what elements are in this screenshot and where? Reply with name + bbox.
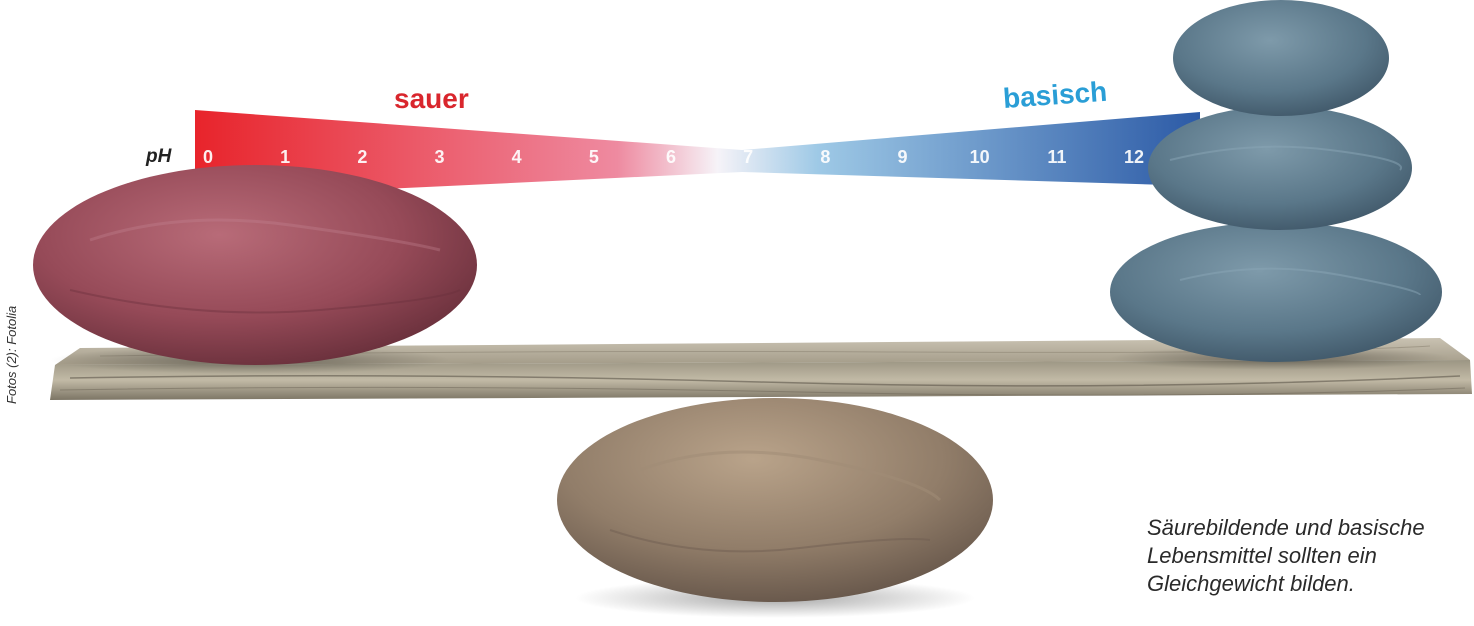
caption-line-1: Säurebildende und basische (1147, 514, 1467, 542)
ph-tick-2: 2 (357, 147, 367, 167)
ph-tick-1: 1 (280, 147, 290, 167)
photo-credit: Fotos (2): Fotolia (4, 284, 20, 404)
blue-stone-top (1173, 0, 1389, 116)
ph-tick-12: 12 (1124, 147, 1144, 167)
caption-line-3: Gleichgewicht bilden. (1147, 570, 1467, 598)
ph-tick-10: 10 (970, 147, 990, 167)
blue-stone-bottom (1110, 222, 1442, 362)
left-red-stone (33, 165, 477, 374)
ph-tick-0: 0 (203, 147, 213, 167)
ph-tick-4: 4 (512, 147, 522, 167)
ph-tick-6: 6 (666, 147, 676, 167)
base-label: basisch (1002, 76, 1108, 114)
ph-tick-11: 11 (1047, 147, 1066, 167)
blue-stone-middle (1148, 106, 1412, 230)
ph-tick-7: 7 (743, 147, 753, 167)
ph-tick-5: 5 (589, 147, 599, 167)
fulcrum-stone-body (557, 398, 993, 602)
caption-line-2: Lebensmittel sollten ein (1147, 542, 1467, 570)
left-stone-body (33, 165, 477, 365)
fulcrum-stone (557, 398, 993, 618)
ph-label: pH (145, 146, 173, 167)
ph-tick-9: 9 (897, 147, 907, 167)
right-blue-stones (1110, 0, 1450, 370)
ph-tick-8: 8 (820, 147, 830, 167)
acid-label: sauer (394, 83, 469, 114)
caption: Säurebildende und basische Lebensmittel … (1147, 514, 1467, 598)
ph-tick-3: 3 (434, 147, 444, 167)
